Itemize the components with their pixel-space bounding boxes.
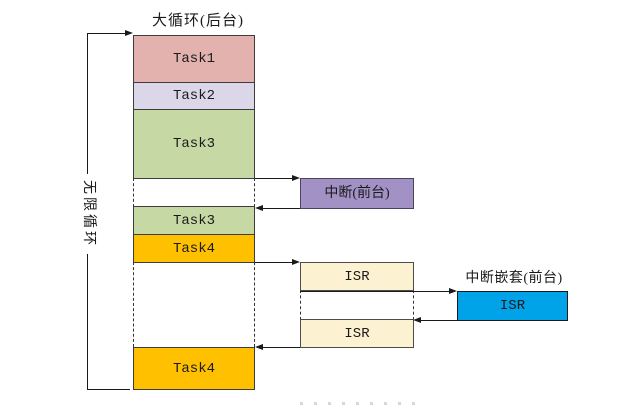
cutoff-caption-fragment (300, 402, 418, 405)
nested-isr-box: ISR (457, 291, 568, 321)
interrupt-label: 中断(前台) (324, 185, 390, 201)
loop-bracket-bottom-line (87, 389, 130, 390)
interrupt-box: 中断(前台) (300, 178, 414, 209)
isr-box-2-label: ISR (344, 325, 370, 342)
task1-label: Task1 (172, 51, 215, 67)
task-suspended-gap-1 (133, 178, 255, 207)
task3-label: Task3 (172, 136, 215, 152)
task4-label: Task4 (172, 240, 215, 257)
background-loop-title: 大循环(后台) (152, 13, 244, 29)
infinite-loop-label: 无限循环 (80, 174, 96, 254)
task2-label: Task2 (172, 88, 215, 104)
loop-start-arrow (87, 30, 133, 36)
task-suspended-gap-2 (133, 262, 255, 347)
task4-resumed-label: Task4 (172, 360, 215, 377)
isr-suspended-gap (300, 290, 414, 320)
task4-box: Task4 (133, 234, 255, 263)
arrow-interrupt-return-to-task3 (255, 205, 300, 211)
nested-isr-label: ISR (499, 298, 526, 314)
arrow-task3-to-interrupt (255, 175, 300, 181)
isr-box-2: ISR (300, 319, 414, 348)
isr-box-1-label: ISR (344, 268, 370, 285)
task3-resumed-label: Task3 (172, 212, 215, 229)
arrow-isr2-return-to-task4 (255, 344, 300, 350)
task1-box: Task1 (133, 35, 255, 83)
task3-box: Task3 (133, 109, 255, 179)
task2-box: Task2 (133, 82, 255, 110)
arrow-nested-return-to-isr2 (413, 317, 457, 323)
nested-interrupt-caption: 中断嵌套(前台) (465, 271, 563, 286)
task4-resumed-box: Task4 (133, 347, 255, 390)
arrow-task4-to-isr1 (255, 259, 300, 265)
isr-box-1: ISR (300, 262, 414, 291)
task3-resumed-box: Task3 (133, 206, 255, 235)
arrow-isr1-to-nested-isr (300, 288, 457, 294)
